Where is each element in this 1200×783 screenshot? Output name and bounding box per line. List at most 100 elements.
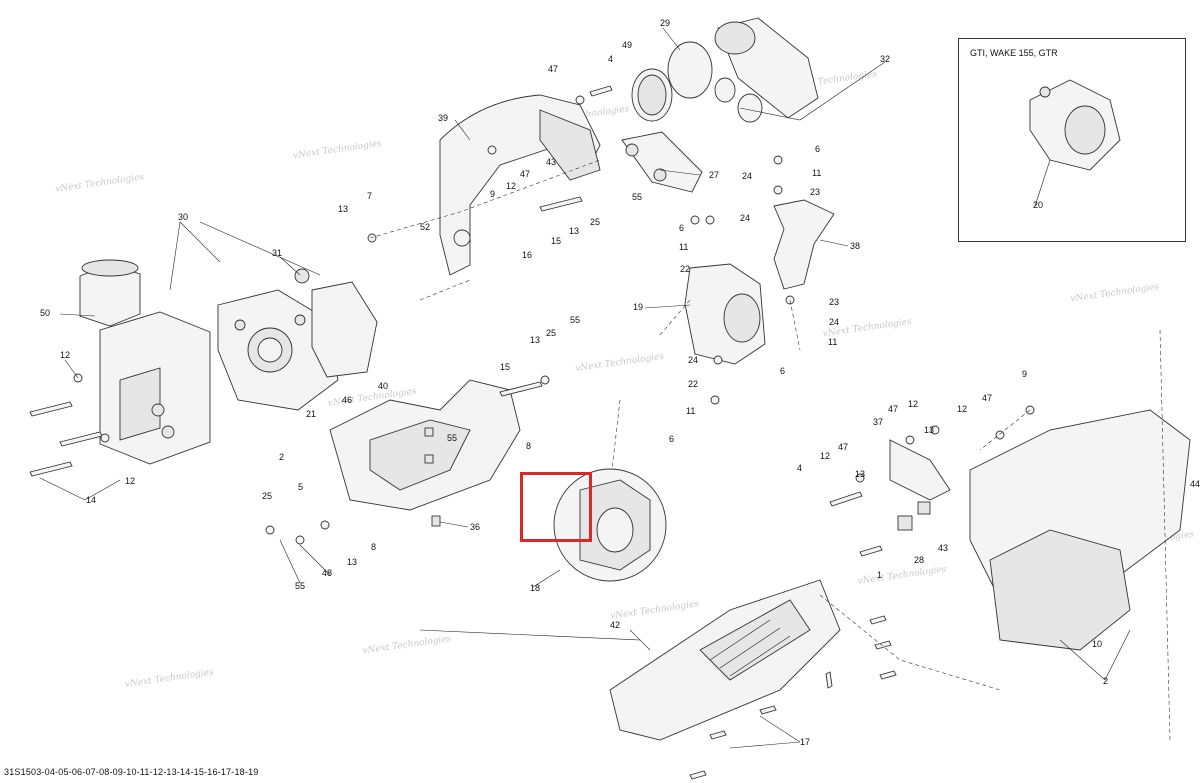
part-inset-elbow <box>1029 79 1121 171</box>
callout-25: 25 <box>262 491 272 501</box>
callout-55: 55 <box>632 192 642 202</box>
callout-13: 13 <box>569 226 579 236</box>
callout-11: 11 <box>679 242 688 252</box>
callout-37: 37 <box>873 417 883 427</box>
callout-2: 2 <box>1103 676 1108 686</box>
callout-15: 15 <box>500 362 510 372</box>
inset-title: GTI, WAKE 155, GTR <box>970 48 1058 58</box>
callout-5: 5 <box>298 482 303 492</box>
callout-13: 13 <box>855 469 865 479</box>
document-code: 31S1503-04-05-06-07-08-09-10-11-12-13-14… <box>4 767 259 777</box>
watermark: vNext Technologies <box>55 172 145 194</box>
part-upper-bracket <box>439 94 601 276</box>
callout-6: 6 <box>780 366 785 376</box>
callout-23: 23 <box>810 187 820 197</box>
callout-36: 36 <box>470 522 480 532</box>
callout-8: 8 <box>371 542 376 552</box>
callout-31: 31 <box>272 248 282 258</box>
watermark: vNext Technologies <box>575 352 665 374</box>
callout-55: 55 <box>295 581 305 591</box>
callout-7: 7 <box>367 191 372 201</box>
callout-47: 47 <box>520 169 530 179</box>
callout-52: 52 <box>420 222 430 232</box>
callout-11: 11 <box>828 337 837 347</box>
callout-38: 38 <box>850 241 860 251</box>
callout-12: 12 <box>125 476 135 486</box>
part-exhaust-elbow <box>684 263 766 365</box>
callout-55: 55 <box>570 315 580 325</box>
callout-22: 22 <box>688 379 698 389</box>
callout-55: 55 <box>447 433 457 443</box>
part-arm-bracket <box>773 199 835 290</box>
part-engine-housing <box>217 268 378 411</box>
callout-30: 30 <box>178 212 188 222</box>
part-rings-and-pipe <box>631 17 819 123</box>
callout-47: 47 <box>838 442 848 452</box>
watermark: vNext Technologies <box>362 634 452 656</box>
callout-39: 39 <box>438 113 448 123</box>
callout-29: 29 <box>660 18 670 28</box>
variant-inset-frame <box>958 38 1186 242</box>
callout-8: 8 <box>526 441 531 451</box>
callout-47: 47 <box>548 64 558 74</box>
callouts: 29 49 4 47 32 39 6 43 47 11 24 27 12 9 2… <box>40 18 1200 747</box>
callout-40: 40 <box>378 381 388 391</box>
watermark: vNext Technologies <box>124 667 214 689</box>
callout-25: 25 <box>590 217 600 227</box>
callout-9: 9 <box>490 189 495 199</box>
callout-13: 13 <box>924 425 934 435</box>
callout-23: 23 <box>829 297 839 307</box>
callout-24: 24 <box>742 171 752 181</box>
callout-32: 32 <box>880 54 890 64</box>
callout-49: 49 <box>622 40 632 50</box>
bolt <box>29 401 73 417</box>
callout-42: 42 <box>610 620 620 630</box>
callout-28: 28 <box>914 555 924 565</box>
callout-10: 10 <box>1092 639 1102 649</box>
callout-12: 12 <box>506 181 516 191</box>
part-right-housing <box>889 409 1191 651</box>
callout-13: 13 <box>530 335 540 345</box>
part-lower-frame <box>329 379 521 511</box>
callout-47: 47 <box>888 404 898 414</box>
callout-16: 16 <box>522 250 532 260</box>
callout-4: 4 <box>797 463 802 473</box>
callout-24: 24 <box>740 213 750 223</box>
callout-6: 6 <box>815 144 820 154</box>
bolt <box>859 545 883 557</box>
watermark: vNext Technologies <box>610 599 700 621</box>
watermark: vNext Technologies <box>292 139 382 161</box>
bolt <box>499 381 543 397</box>
watermark: vNext Technologies <box>1070 282 1160 304</box>
part-actuator-motor <box>79 259 211 465</box>
callout-1: 1 <box>877 570 882 580</box>
callout-22: 22 <box>680 264 690 274</box>
callout-12: 12 <box>820 451 830 461</box>
bolt <box>29 461 73 477</box>
callout-44: 44 <box>1190 479 1200 489</box>
fasteners <box>29 85 1035 780</box>
callout-11: 11 <box>686 406 695 416</box>
callout-25: 25 <box>546 328 556 338</box>
callout-18: 18 <box>530 583 540 593</box>
part-flange <box>621 131 703 193</box>
callout-4: 4 <box>608 54 613 64</box>
callout-15: 15 <box>551 236 561 246</box>
part-detail-bubble <box>553 468 667 582</box>
callout-43: 43 <box>546 157 556 167</box>
leader-lines <box>39 27 1131 749</box>
callout-6: 6 <box>669 434 674 444</box>
callout-46: 46 <box>342 395 352 405</box>
callout-11: 11 <box>812 168 821 178</box>
bolt <box>539 196 583 212</box>
callout-12: 12 <box>60 350 70 360</box>
callout-14: 14 <box>86 495 96 505</box>
callout-19: 19 <box>633 302 643 312</box>
callout-2: 2 <box>279 452 284 462</box>
callout-20: 20 <box>1033 200 1043 210</box>
part-lower-housing <box>609 579 841 741</box>
callout-13: 13 <box>347 557 357 567</box>
callout-48: 48 <box>322 568 332 578</box>
